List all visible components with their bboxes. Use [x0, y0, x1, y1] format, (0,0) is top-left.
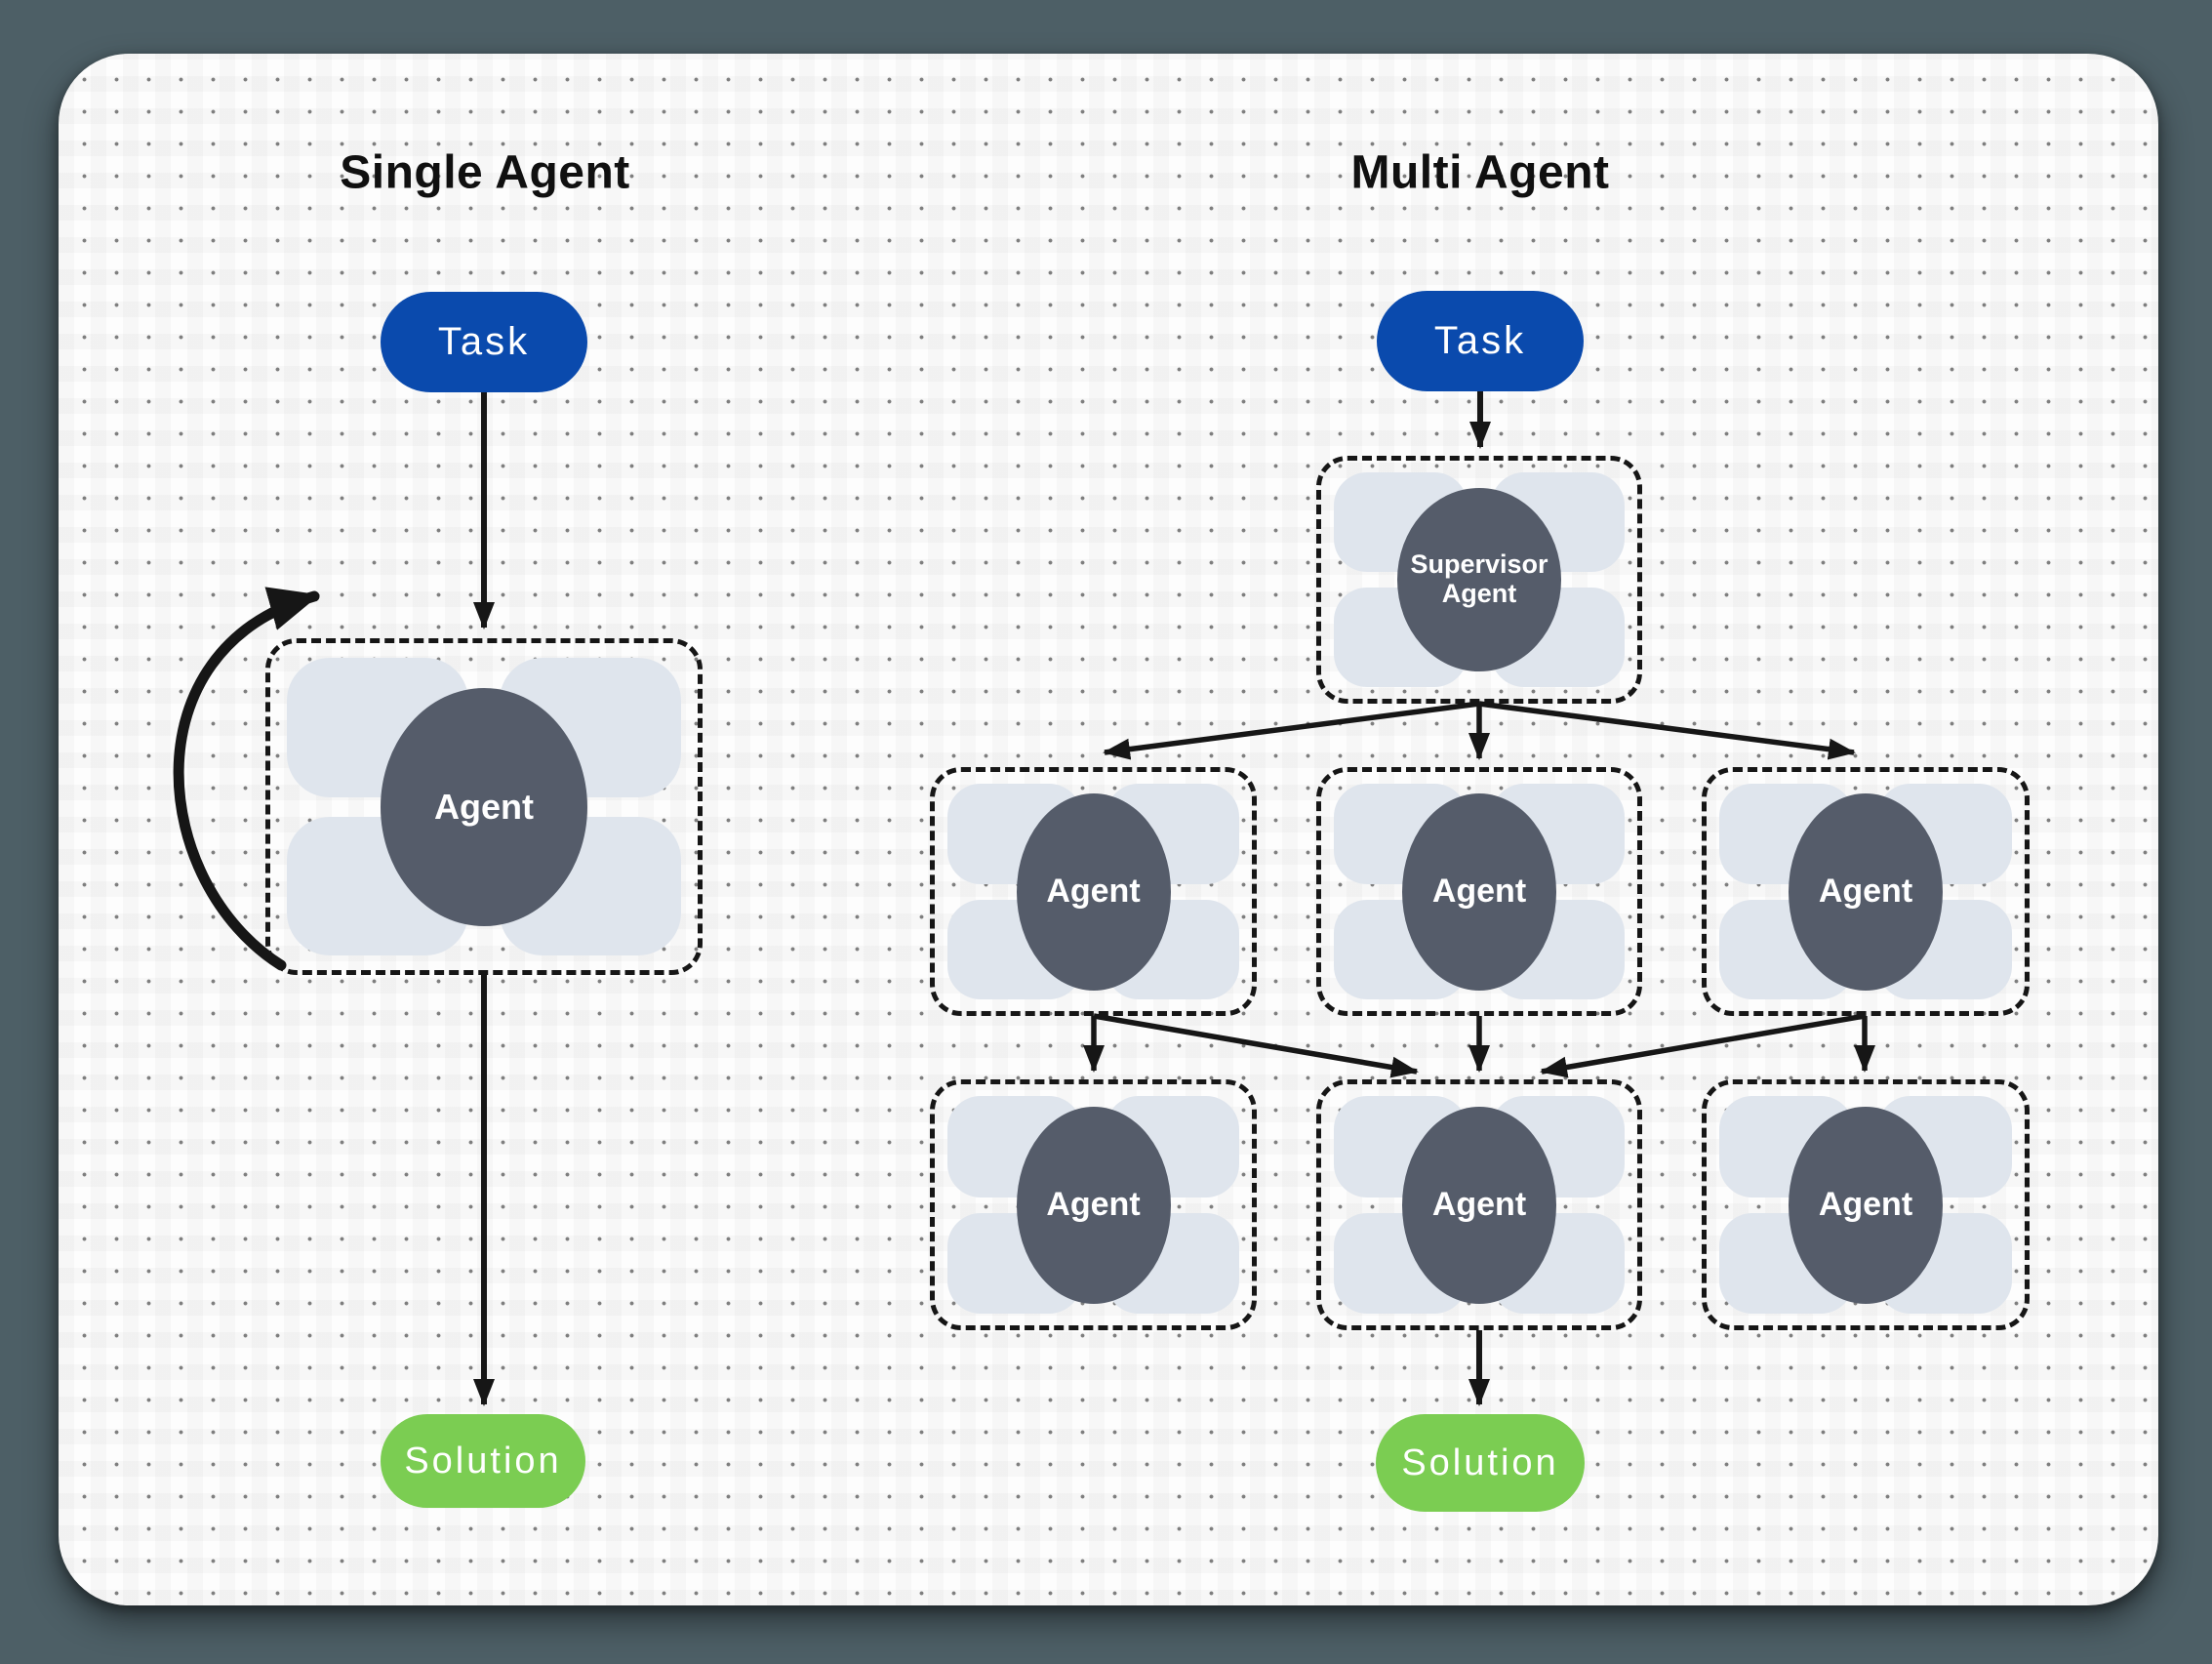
agent-box-bottom-right: Agent	[1702, 1079, 2030, 1330]
multi-agent-title: Multi Agent	[1350, 146, 1610, 199]
agent-box-mid-right: Agent	[1702, 767, 2030, 1016]
agent-node: Agent	[1016, 792, 1171, 991]
task-label-multi: Task	[1433, 319, 1527, 362]
agent-label: Agent	[1431, 1186, 1527, 1223]
task-node-multi: Task	[1377, 291, 1584, 391]
agent-node: Agent	[1789, 1106, 1943, 1304]
agent-label: Agent	[1818, 873, 1913, 910]
agent-node: Agent	[1789, 792, 1943, 991]
agent-node: Agent	[1016, 1106, 1171, 1304]
agent-box-bottom-left: Agent	[930, 1079, 1257, 1330]
agent-label: Agent	[1431, 873, 1527, 910]
solution-label-multi: Solution	[1401, 1441, 1559, 1483]
arrow-agent-left-to-center	[1093, 1013, 1419, 1078]
arrow-agent-right-to-center	[1540, 1013, 1866, 1078]
supervisor-agent-node: Supervisor Agent	[1397, 488, 1561, 671]
solution-node-single: Solution	[381, 1414, 585, 1508]
supervisor-agent-label: Supervisor Agent	[1410, 549, 1548, 608]
agent-box-bottom-center: Agent	[1316, 1079, 1642, 1330]
agent-box-mid-left: Agent	[930, 767, 1257, 1016]
agent-node-single: Agent	[381, 687, 587, 926]
task-node-single: Task	[381, 292, 587, 392]
agent-label: Agent	[1046, 873, 1141, 910]
diagram-canvas: Single Agent Task Agent Solution Multi A…	[59, 54, 2158, 1605]
agent-label: Agent	[434, 786, 534, 827]
solution-label-single: Solution	[404, 1440, 562, 1481]
task-label-single: Task	[437, 320, 531, 363]
arrow-supervisor-to-agent-left	[1103, 701, 1480, 760]
solution-node-multi: Solution	[1376, 1414, 1585, 1512]
agent-box-single: Agent	[265, 638, 703, 975]
arrow-supervisor-to-agent-right	[1478, 701, 1856, 760]
agent-node: Agent	[1402, 792, 1556, 991]
single-agent-title: Single Agent	[340, 146, 630, 199]
agent-label: Agent	[1818, 1186, 1913, 1223]
agent-label: Agent	[1046, 1186, 1141, 1223]
agent-node: Agent	[1402, 1106, 1556, 1304]
agent-box-mid-center: Agent	[1316, 767, 1642, 1016]
supervisor-agent-box: Supervisor Agent	[1316, 456, 1642, 704]
